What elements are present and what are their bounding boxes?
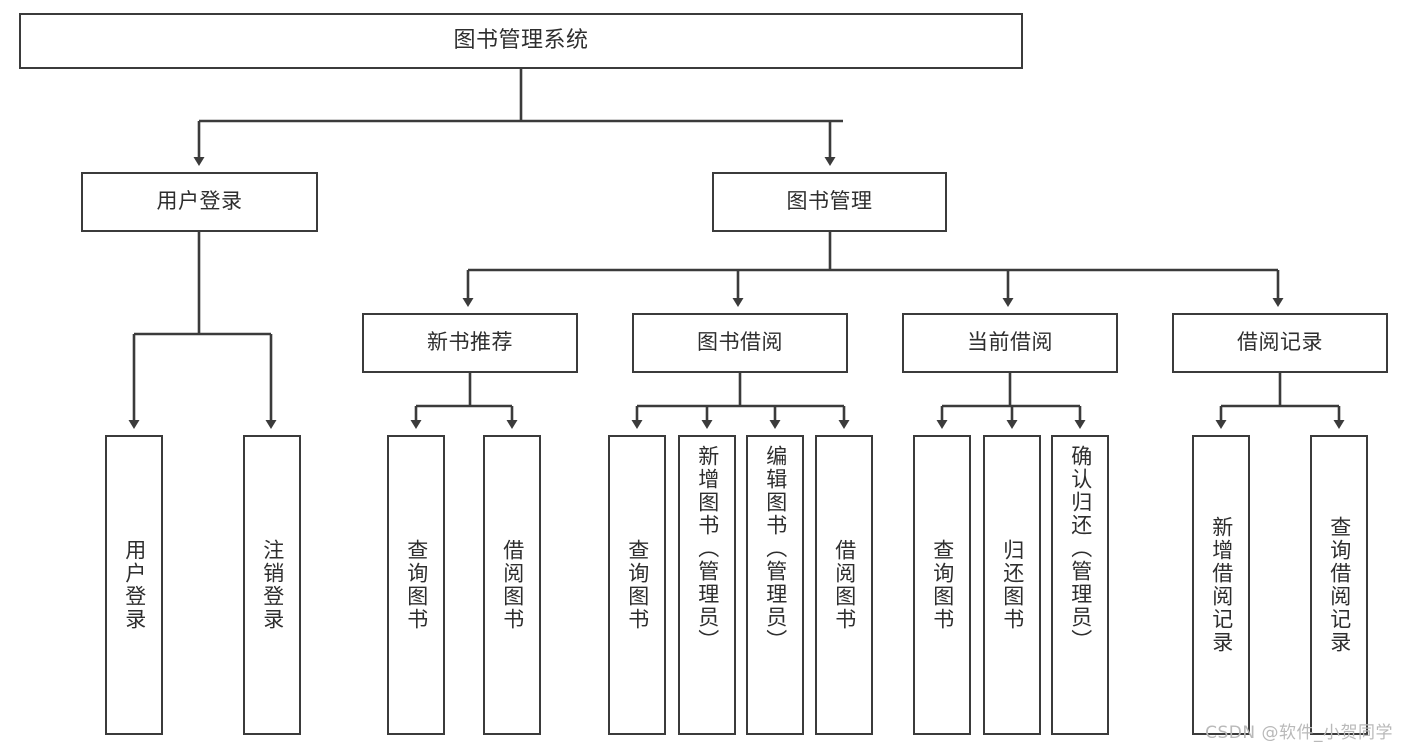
node-new-book-rec-label: 新书推荐 [427, 330, 513, 355]
node-leaf-query-book-2-label: 查询图书 [625, 539, 650, 631]
node-leaf-query-record-label: 查询借阅记录 [1327, 516, 1352, 654]
node-book-manage-label: 图书管理 [786, 189, 873, 214]
node-leaf-borrow-book-1-label: 借阅图书 [500, 539, 525, 631]
node-leaf-add-record-label: 新增借阅记录 [1209, 516, 1234, 654]
node-leaf-query-record[interactable]: 查询借阅记录 [1310, 435, 1368, 735]
node-leaf-query-book-2[interactable]: 查询图书 [608, 435, 666, 735]
node-leaf-query-book-3-label: 查询图书 [930, 539, 955, 631]
node-leaf-confirm-return[interactable]: 确认归还（管理员） [1051, 435, 1109, 735]
node-book-borrow-label: 图书借阅 [697, 330, 783, 355]
node-leaf-edit-book[interactable]: 编辑图书（管理员） [746, 435, 804, 735]
node-leaf-borrow-book-2[interactable]: 借阅图书 [815, 435, 873, 735]
node-leaf-confirm-return-label: 确认归还（管理员） [1068, 445, 1093, 652]
node-leaf-add-book-label: 新增图书（管理员） [695, 445, 720, 652]
node-borrow-record-label: 借阅记录 [1237, 330, 1323, 355]
node-leaf-query-book-1-label: 查询图书 [404, 539, 429, 631]
node-book-borrow[interactable]: 图书借阅 [632, 313, 848, 373]
node-leaf-return-book[interactable]: 归还图书 [983, 435, 1041, 735]
node-current-borrow[interactable]: 当前借阅 [902, 313, 1118, 373]
csdn-watermark: CSDN @软件_小贺同学 [1205, 723, 1393, 743]
node-leaf-borrow-book-1[interactable]: 借阅图书 [483, 435, 541, 735]
node-new-book-rec[interactable]: 新书推荐 [362, 313, 578, 373]
node-leaf-return-book-label: 归还图书 [1000, 539, 1025, 631]
node-leaf-add-book[interactable]: 新增图书（管理员） [678, 435, 736, 735]
node-leaf-borrow-book-2-label: 借阅图书 [832, 539, 857, 631]
node-leaf-logout[interactable]: 注销登录 [243, 435, 301, 735]
node-leaf-query-book-3[interactable]: 查询图书 [913, 435, 971, 735]
node-current-borrow-label: 当前借阅 [967, 330, 1053, 355]
node-leaf-edit-book-label: 编辑图书（管理员） [763, 445, 788, 652]
node-book-manage[interactable]: 图书管理 [712, 172, 947, 232]
node-leaf-query-book-1[interactable]: 查询图书 [387, 435, 445, 735]
node-root[interactable]: 图书管理系统 [19, 13, 1023, 69]
node-leaf-user-login-label: 用户登录 [122, 539, 147, 631]
node-borrow-record[interactable]: 借阅记录 [1172, 313, 1388, 373]
node-leaf-logout-label: 注销登录 [260, 539, 285, 631]
node-leaf-add-record[interactable]: 新增借阅记录 [1192, 435, 1250, 735]
node-leaf-user-login[interactable]: 用户登录 [105, 435, 163, 735]
node-user-login[interactable]: 用户登录 [81, 172, 318, 232]
node-user-login-label: 用户登录 [156, 189, 243, 214]
node-root-label: 图书管理系统 [453, 27, 589, 53]
